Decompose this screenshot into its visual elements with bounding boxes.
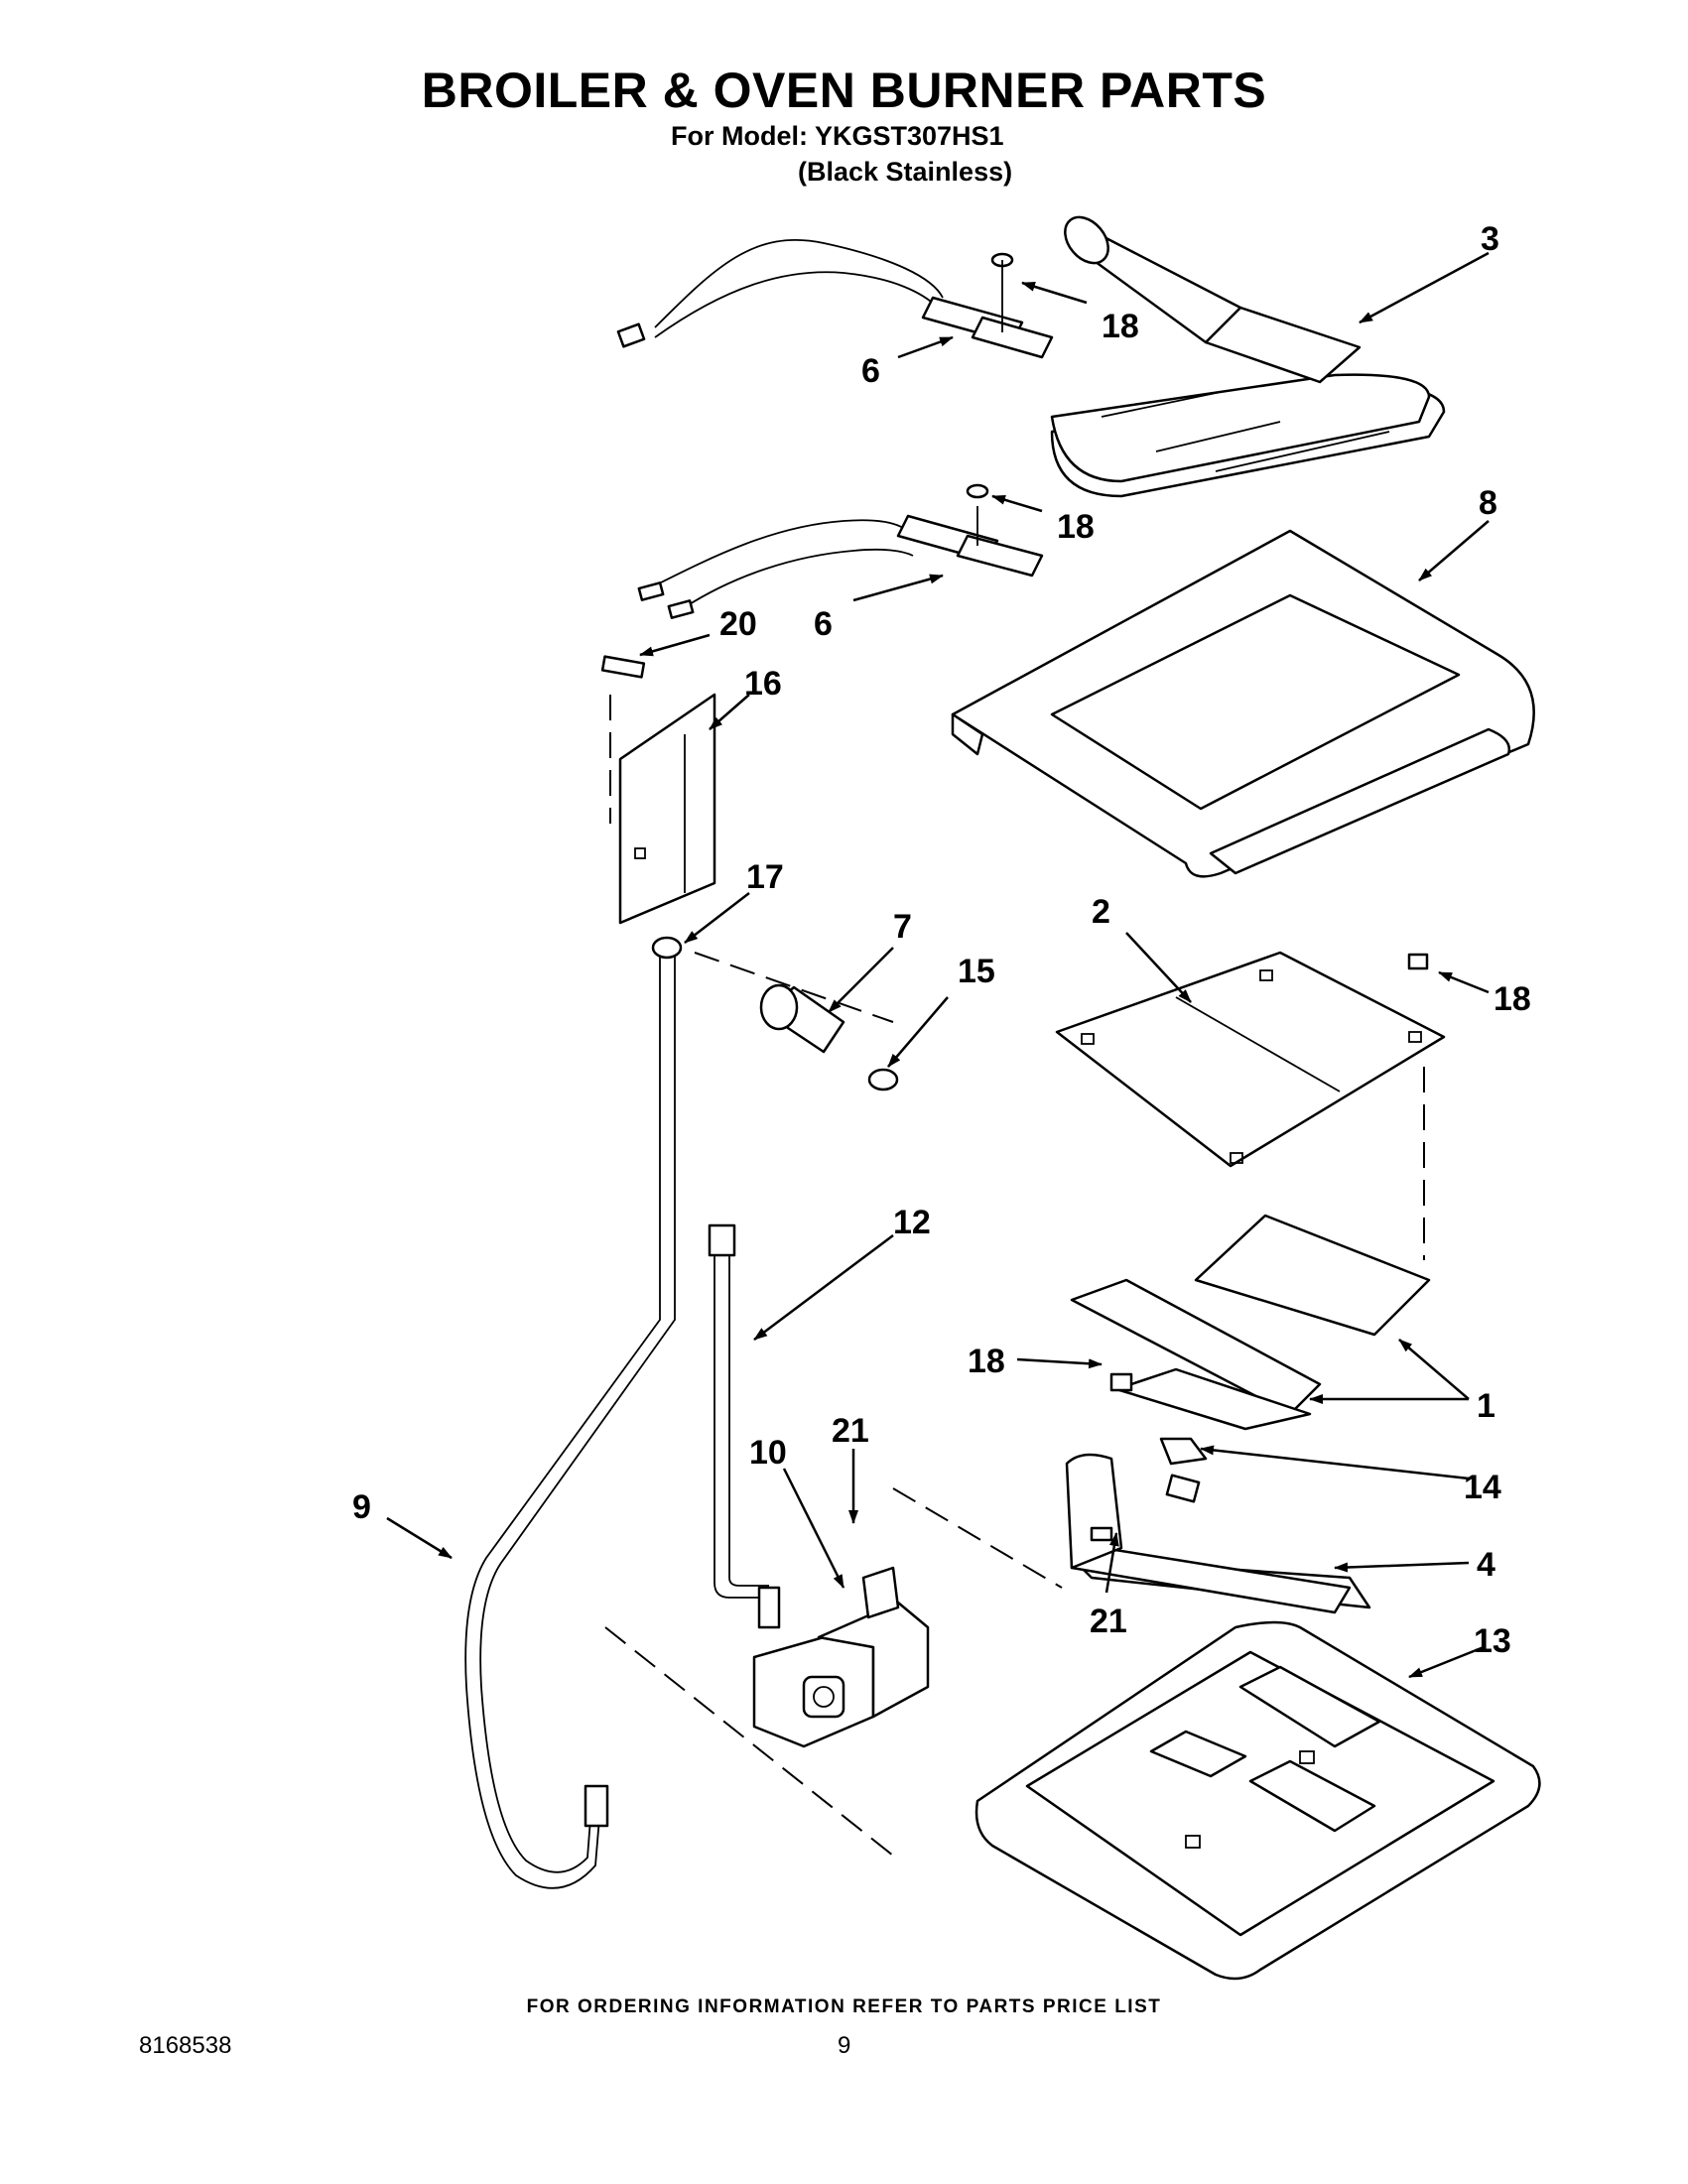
leader-10 [782,1468,845,1589]
leader-9 [386,1516,453,1560]
manifold-tube-part [708,1223,781,1629]
leader-15 [887,996,949,1068]
callout-8: 8 [1479,484,1497,522]
leader-6a [897,335,954,359]
callout-16: 16 [744,665,782,703]
callout-6: 6 [861,352,880,390]
page-number: 9 [838,2032,851,2059]
callout-12: 12 [893,1204,931,1241]
callout-7: 7 [893,908,912,946]
leader-17 [684,892,750,944]
callout-17: 17 [746,858,784,896]
leader-16 [709,694,750,730]
leader-8 [1418,520,1490,581]
leader-18a [1021,281,1088,305]
callout-18: 18 [1057,508,1095,546]
callout-4: 4 [1477,1546,1495,1584]
broiler-housing-part [951,529,1535,878]
model-number: For Model: YKGST307HS1 [671,121,1004,151]
gas-tube-part [464,936,894,1889]
flame-spreader-part [1055,951,1446,1260]
callout-6: 6 [814,605,833,643]
leader-13 [1408,1645,1485,1679]
leader-7 [828,947,894,1013]
callout-18: 18 [1493,980,1531,1018]
leader-18d [1016,1357,1103,1369]
leader-3 [1359,251,1490,324]
broiler-pan-part [974,1620,1541,1981]
orifice-hood-part [759,983,899,1092]
leader-12 [753,1234,894,1341]
callout-20: 20 [719,605,757,643]
broiler-burner-part [1050,215,1446,498]
leader-14 [1200,1445,1470,1480]
leader-6b [852,574,944,602]
page-title: BROILER & OVEN BURNER PARTS [421,63,1267,118]
callout-18: 18 [1102,308,1139,345]
callout-15: 15 [958,953,995,990]
callout-10: 10 [749,1434,787,1472]
oven-burner-part [1065,1437,1371,1614]
ordering-note: FOR ORDERING INFORMATION REFER TO PARTS … [526,1996,1162,2017]
burner-bracket-part [1070,1214,1431,1431]
leader-1a [1398,1339,1470,1400]
leader-2 [1125,932,1192,1003]
leader-18c [1438,970,1490,994]
document-number: 8168538 [139,2032,232,2059]
bracket-part [600,655,716,925]
callout-1: 1 [1477,1387,1495,1425]
leader-18b [991,494,1043,513]
burner-valve-part [604,1487,1063,1857]
callout-21: 21 [832,1412,869,1450]
leader-21b [1104,1532,1119,1594]
callout-14: 14 [1464,1469,1501,1506]
callout-labels: 3 18 6 18 8 20 6 16 17 7 15 2 18 12 18 1… [352,220,1531,1660]
leader-20 [639,633,711,657]
callout-2: 2 [1092,893,1110,931]
igniter-upper-part [616,238,1054,359]
callout-21: 21 [1090,1603,1127,1640]
callout-18: 18 [968,1343,1005,1380]
igniter-lower-part [637,483,1044,619]
callout-13: 13 [1474,1622,1511,1660]
callout-leaders [386,251,1490,1679]
leader-4 [1334,1561,1470,1573]
callout-3: 3 [1481,220,1499,258]
callout-9: 9 [352,1488,371,1526]
model-variant: (Black Stainless) [798,157,1013,187]
